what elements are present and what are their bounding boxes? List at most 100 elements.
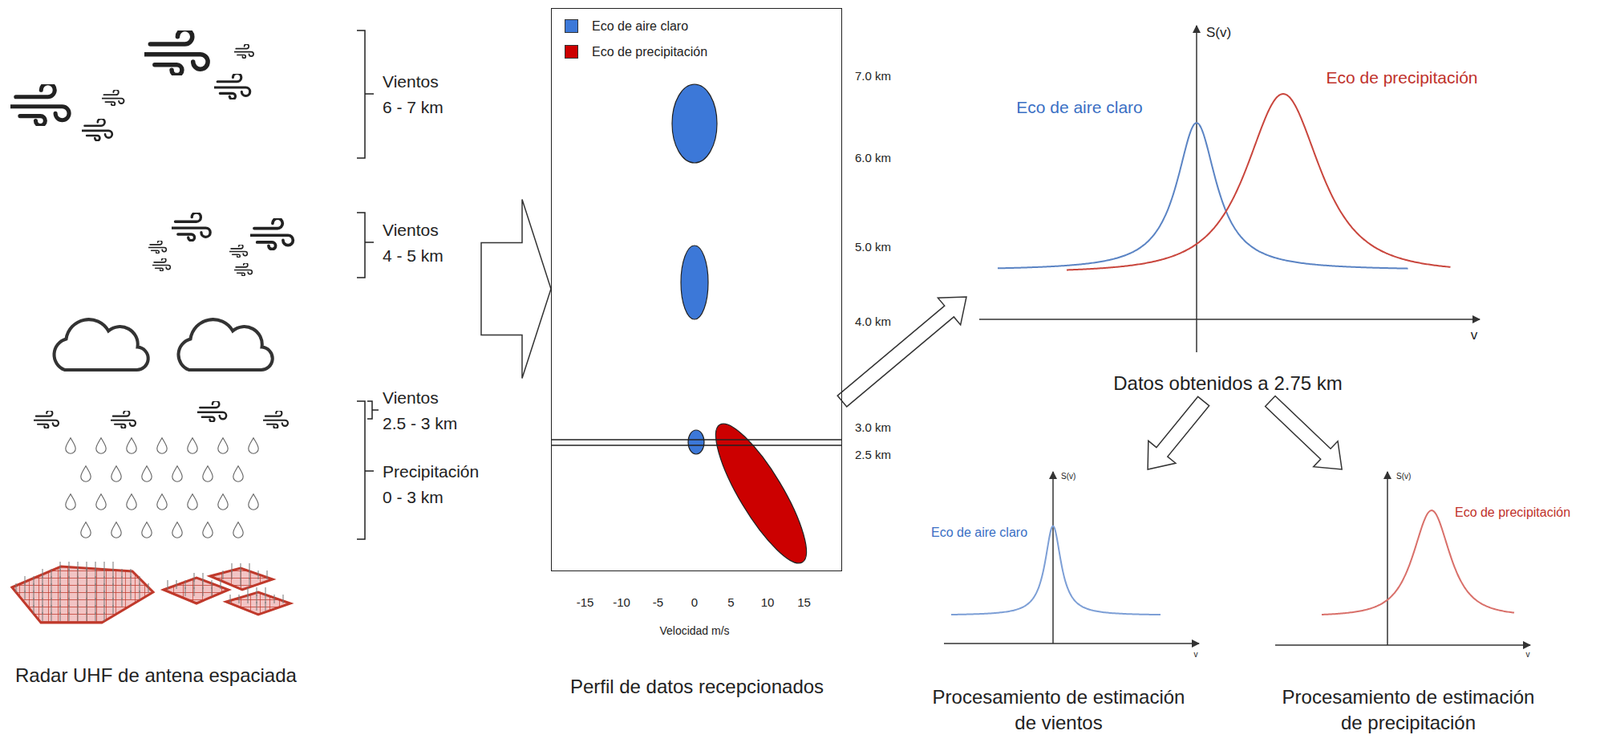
antenna-rod xyxy=(130,590,132,600)
antenna-rod xyxy=(86,611,88,621)
antenna-rod xyxy=(176,579,178,589)
series-label: Eco de precipitación xyxy=(1325,66,1478,90)
raindrop xyxy=(187,494,198,510)
spectrum-plot: Datos obtenidos a 2.75 km xyxy=(966,12,1496,402)
tick-label: -10 xyxy=(612,594,631,611)
antenna-rod xyxy=(283,594,284,604)
antenna-rod xyxy=(274,594,276,604)
raindrop xyxy=(187,437,198,454)
processing-plot: Procesamiento de estimación de vientos xyxy=(913,469,1204,734)
axis-label: S(v) xyxy=(1061,470,1076,483)
block-arrow xyxy=(1265,395,1343,470)
antenna-rod xyxy=(77,611,79,621)
height-label: 2.5 km xyxy=(854,446,892,463)
illustration-panel: Radar UHF de antena espaciada xyxy=(8,16,482,698)
raindrop xyxy=(126,494,137,510)
antenna-rod xyxy=(256,601,258,611)
raindrop xyxy=(202,465,213,482)
antenna-rod xyxy=(113,604,114,614)
legend-label: Eco de aire claro xyxy=(591,17,689,36)
tick-label: 0 xyxy=(691,594,698,611)
raindrop xyxy=(233,522,244,538)
height-label: 6.0 km xyxy=(854,149,892,167)
antenna-rod xyxy=(222,570,224,580)
antenna-rod xyxy=(139,590,141,600)
antenna-rod xyxy=(185,587,187,596)
tick-label: 15 xyxy=(797,594,811,611)
antenna-rod xyxy=(33,604,35,614)
raindrop xyxy=(141,465,152,482)
caption: Procesamiento de estimación de precipita… xyxy=(1275,684,1541,737)
caption: Radar UHF de antena espaciada xyxy=(15,662,297,689)
antenna-rod xyxy=(95,611,97,621)
raindrop xyxy=(141,522,152,538)
tick-label: 10 xyxy=(761,594,775,611)
series-label: Eco de aire claro xyxy=(931,523,1028,542)
spectrum-curve xyxy=(1321,510,1515,615)
antenna-rod xyxy=(231,570,233,580)
height-label: 3.0 km xyxy=(854,419,892,436)
raindrop xyxy=(248,437,259,454)
height-label: 7.0 km xyxy=(854,68,892,85)
block-arrow xyxy=(481,199,551,379)
range-label: Vientos 2.5 - 3 km xyxy=(382,384,462,436)
antenna-rod xyxy=(148,583,150,592)
legend-label: Eco de precipitación xyxy=(591,43,708,61)
raindrop xyxy=(65,437,76,454)
antenna-rod xyxy=(247,594,249,604)
antenna-rod xyxy=(202,587,204,596)
spectrum-curve xyxy=(951,526,1161,616)
series-label: Eco de precipitación xyxy=(1454,503,1571,522)
antenna-rod xyxy=(249,577,251,587)
raindrop xyxy=(218,437,228,454)
raindrop xyxy=(81,465,91,482)
antenna-rod xyxy=(211,587,213,596)
block-arrow xyxy=(837,296,967,407)
range-label: Vientos 4 - 5 km xyxy=(382,217,449,268)
antenna-rod xyxy=(258,570,260,580)
range-label: Precipitación 0 - 3 km xyxy=(382,458,492,510)
range-label: Vientos 6 - 7 km xyxy=(382,68,449,120)
legend-swatch xyxy=(564,19,579,33)
antenna-rod xyxy=(16,583,17,592)
raindrop xyxy=(233,465,244,482)
raindrop xyxy=(81,522,91,538)
axis-label: S(v) xyxy=(1206,24,1232,43)
spectrum-curve xyxy=(997,122,1409,268)
raindrop xyxy=(111,522,122,538)
series-label: Eco de aire claro xyxy=(1016,96,1143,119)
caption: Procesamiento de estimación de vientos xyxy=(926,684,1191,737)
antenna-rod xyxy=(42,611,44,621)
raindrop xyxy=(96,494,106,510)
antenna-rod xyxy=(121,597,123,607)
antenna-rod xyxy=(220,579,222,589)
antenna-rod xyxy=(194,587,195,596)
raindrop xyxy=(248,494,259,510)
antenna-rod xyxy=(104,611,106,621)
height-label: 4.0 km xyxy=(854,313,892,330)
antenna-rod xyxy=(68,611,70,621)
processing-plot: Procesamiento de estimación de precipita… xyxy=(1255,469,1561,734)
raindrop xyxy=(157,437,167,454)
caption: Datos obtenidos a 2.75 km xyxy=(1113,370,1343,397)
axis-label: v xyxy=(1470,326,1479,345)
raindrop xyxy=(218,494,228,510)
antenna-rod xyxy=(265,601,267,611)
raindrop xyxy=(172,522,183,538)
block-arrow xyxy=(1147,396,1210,470)
antenna-rod xyxy=(238,594,240,604)
raindrop xyxy=(65,494,76,510)
raindrop xyxy=(96,437,106,454)
raindrop xyxy=(126,437,137,454)
height-label: 5.0 km xyxy=(854,238,892,256)
raindrop xyxy=(111,465,122,482)
antenna-rod xyxy=(167,579,169,589)
tick-label: -5 xyxy=(652,594,664,611)
antenna-rod xyxy=(51,611,53,621)
raindrop xyxy=(157,494,167,510)
